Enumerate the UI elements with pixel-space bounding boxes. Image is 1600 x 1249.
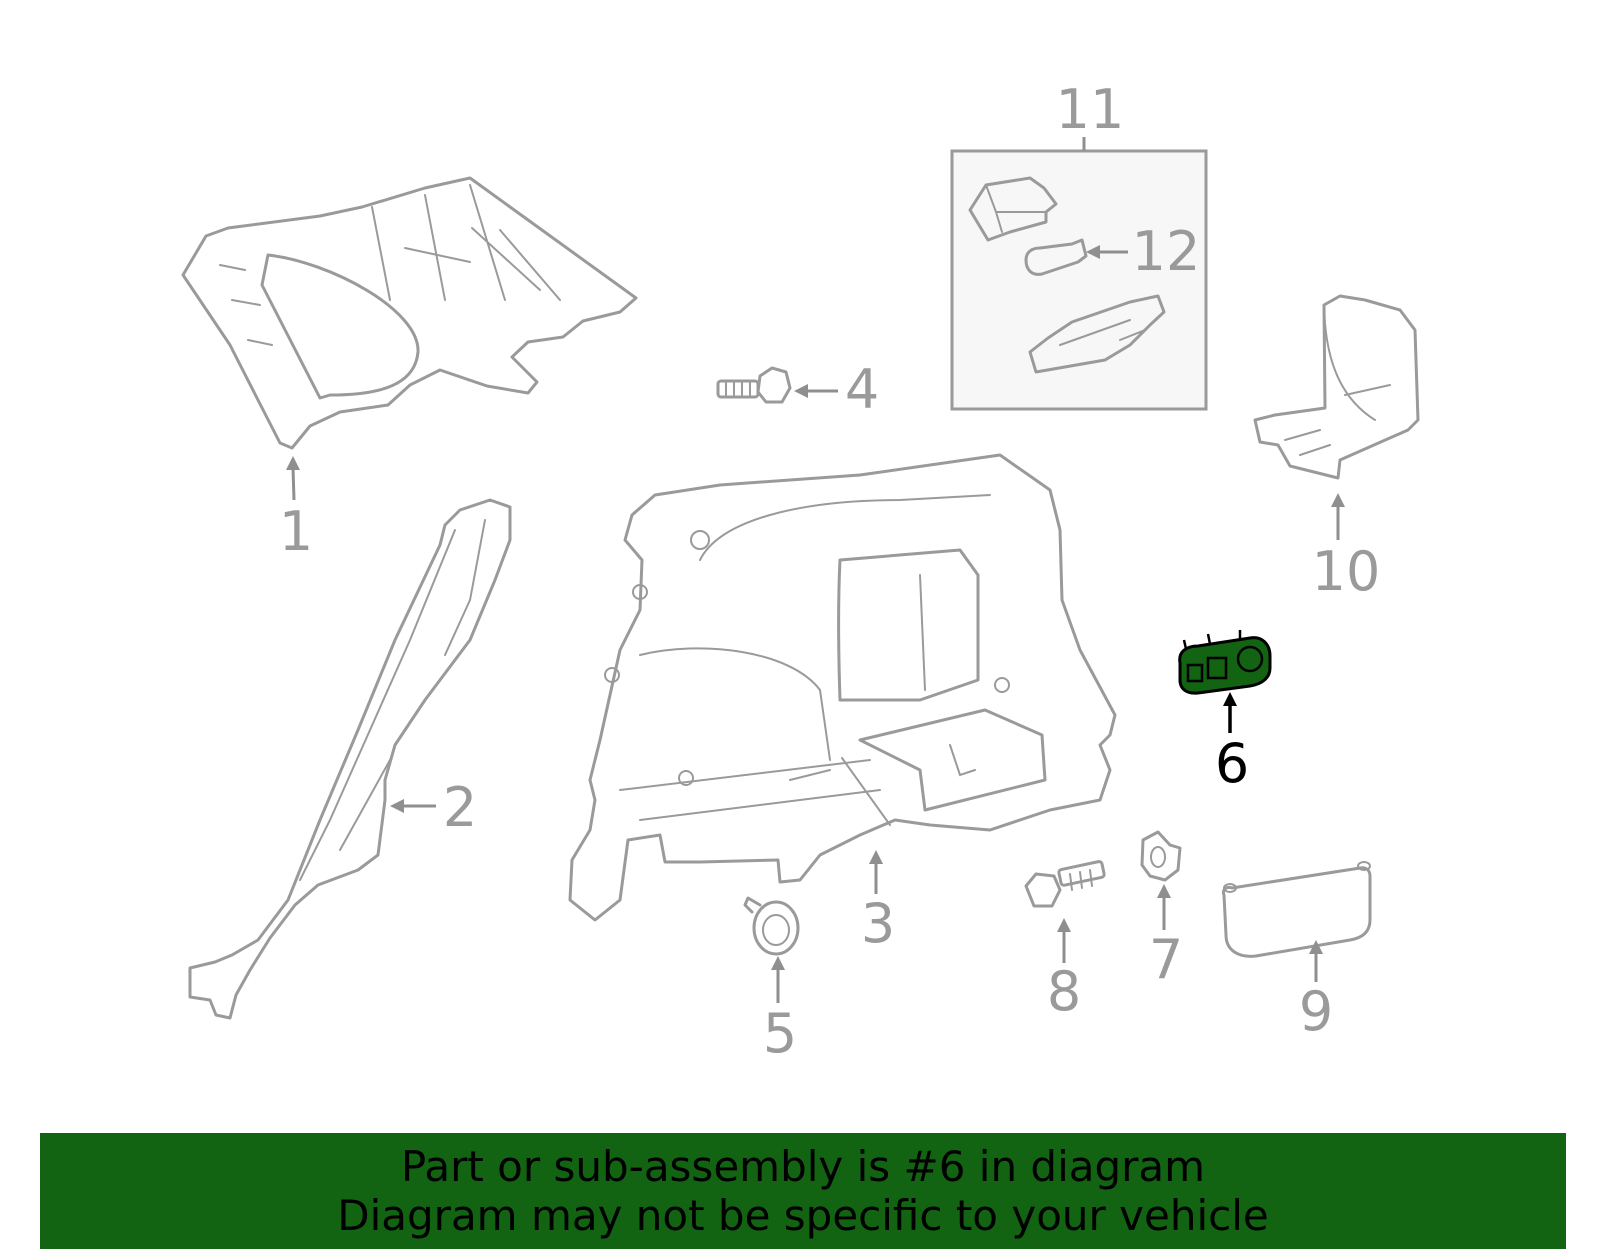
part-6-switch-bezel[interactable] bbox=[1178, 630, 1272, 695]
callout-12: 12 bbox=[1132, 220, 1201, 283]
part-12-bulb[interactable] bbox=[1024, 238, 1088, 276]
callout-8: 8 bbox=[1047, 960, 1081, 1023]
callout-labels: 1 2 3 4 5 6 7 8 9 10 11 12 bbox=[279, 78, 1381, 1065]
part-8-bolt[interactable] bbox=[1024, 860, 1106, 908]
callout-1: 1 bbox=[279, 500, 313, 563]
callout-5: 5 bbox=[763, 1002, 797, 1065]
part-10-bracket[interactable] bbox=[1253, 294, 1420, 480]
callout-3: 3 bbox=[861, 892, 895, 955]
callout-9: 9 bbox=[1299, 980, 1333, 1043]
part-3-quarter-trim-panel[interactable] bbox=[568, 453, 1117, 922]
part-1-upper-trim[interactable] bbox=[181, 176, 638, 450]
callout-7: 7 bbox=[1149, 928, 1183, 991]
info-banner: Part or sub-assembly is #6 in diagram Di… bbox=[40, 1133, 1566, 1249]
callout-6: 6 bbox=[1215, 732, 1249, 795]
callout-4: 4 bbox=[845, 358, 879, 421]
part-9-handle-cover[interactable] bbox=[1222, 861, 1372, 958]
part-7-nut-clip[interactable] bbox=[1140, 830, 1182, 882]
banner-line-1: Part or sub-assembly is #6 in diagram bbox=[400, 1142, 1206, 1191]
callout-2: 2 bbox=[443, 776, 477, 839]
leader-lines bbox=[286, 137, 1345, 1003]
part-2-pillar-garnish[interactable] bbox=[188, 498, 512, 1020]
part-11-lamp-assembly[interactable] bbox=[950, 149, 1208, 411]
callout-11: 11 bbox=[1056, 78, 1125, 141]
part-5-clip[interactable] bbox=[743, 896, 800, 956]
part-4-bolt[interactable] bbox=[716, 366, 792, 404]
callout-10: 10 bbox=[1312, 540, 1381, 603]
banner-line-2: Diagram may not be specific to your vehi… bbox=[337, 1191, 1269, 1240]
